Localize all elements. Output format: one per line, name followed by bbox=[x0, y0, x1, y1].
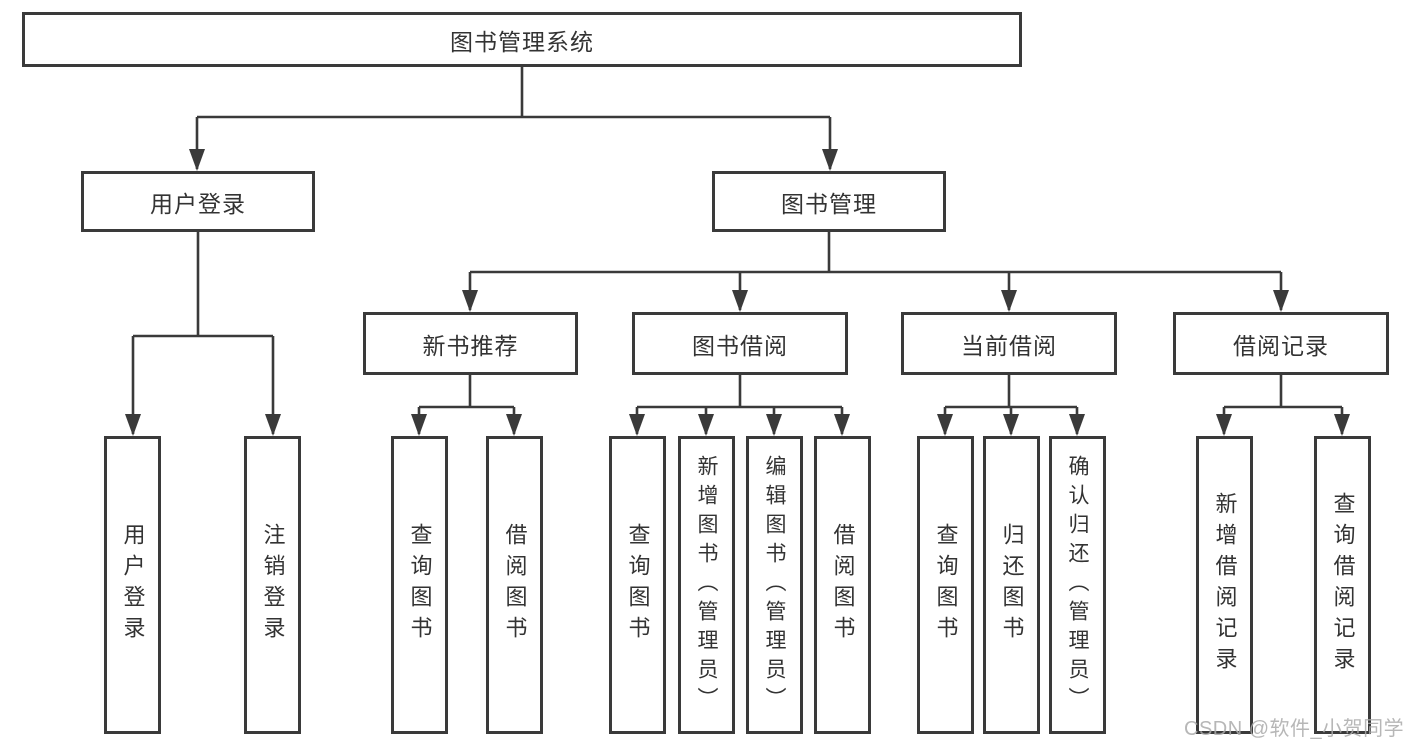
leaf-edit-books-admin: 编辑图书（管理员） bbox=[746, 436, 803, 734]
node-current-borrowing: 当前借阅 bbox=[901, 312, 1117, 375]
node-user-login-label: 用户登录 bbox=[150, 190, 246, 217]
csdn-watermark: CSDN @软件_小贺同学 bbox=[1184, 718, 1405, 740]
leaf-borrowing-borrow-books: 借阅图书 bbox=[814, 436, 871, 734]
leaf-current-query-books: 查询图书 bbox=[917, 436, 974, 734]
leaf-return-books: 归还图书 bbox=[983, 436, 1040, 734]
leaf-query-borrow-record: 查询借阅记录 bbox=[1314, 436, 1371, 734]
leaf-logout: 注销登录 bbox=[244, 436, 301, 734]
node-book-borrowing: 图书借阅 bbox=[632, 312, 848, 375]
node-new-book-recommend-label: 新书推荐 bbox=[422, 332, 519, 359]
leaf-confirm-return-admin: 确认归还（管理员） bbox=[1049, 436, 1106, 734]
leaf-user-login: 用户登录 bbox=[104, 436, 161, 734]
leaf-recommend-borrow-books: 借阅图书 bbox=[486, 436, 543, 734]
node-borrowing-records: 借阅记录 bbox=[1173, 312, 1389, 375]
leaf-borrowing-query-books: 查询图书 bbox=[609, 436, 666, 734]
node-book-management: 图书管理 bbox=[712, 171, 946, 232]
node-book-borrowing-label: 图书借阅 bbox=[692, 332, 788, 359]
node-root: 图书管理系统 bbox=[22, 12, 1022, 67]
node-root-label: 图书管理系统 bbox=[450, 28, 594, 55]
leaf-recommend-query-books: 查询图书 bbox=[391, 436, 448, 734]
node-current-borrowing-label: 当前借阅 bbox=[961, 332, 1057, 359]
leaf-add-borrow-record: 新增借阅记录 bbox=[1196, 436, 1253, 734]
node-borrowing-records-label: 借阅记录 bbox=[1233, 332, 1329, 359]
node-new-book-recommend: 新书推荐 bbox=[363, 312, 578, 375]
node-book-management-label: 图书管理 bbox=[781, 190, 877, 217]
leaf-add-books-admin: 新增图书（管理员） bbox=[678, 436, 735, 734]
node-user-login: 用户登录 bbox=[81, 171, 315, 232]
